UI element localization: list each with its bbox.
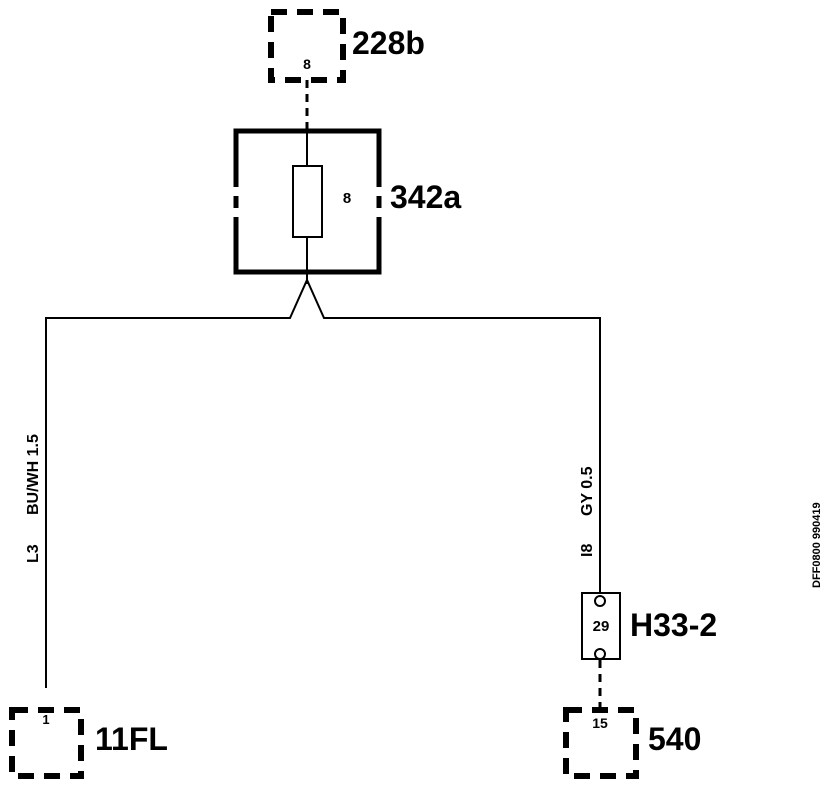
wire-label-right: I8 GY 0.5 (579, 466, 596, 557)
reference-code: DFF0800 990419 (811, 502, 823, 588)
connector-11fl-box (9, 707, 84, 779)
connector-228b: 8 228b (268, 9, 425, 83)
wire-label-left: L3 BU/WH 1.5 (25, 434, 42, 563)
connector-540-label: 540 (648, 721, 701, 757)
connector-11fl-pin: 1 (42, 712, 49, 727)
wire-right-spec: GY 0.5 (579, 466, 596, 516)
wire-left-spec: BU/WH 1.5 (25, 434, 42, 515)
fuse-342a-pin: 8 (343, 190, 351, 207)
connector-228b-box (268, 9, 346, 83)
connector-228b-label: 228b (352, 25, 425, 61)
fuse-342a-label: 342a (390, 179, 461, 215)
connector-h33-2: 29 H33-2 (581, 592, 717, 660)
connector-h33-2-label: H33-2 (630, 607, 717, 643)
fuse-element (292, 165, 323, 238)
connector-540-box (563, 707, 639, 779)
connector-540-pin: 15 (592, 715, 608, 731)
wire-left-circuit: L3 (25, 544, 42, 563)
connector-h33-2-top-terminal (594, 595, 606, 607)
wire-right-circuit: I8 (579, 544, 596, 557)
splice-branch (45, 277, 601, 688)
connector-540: 15 540 (563, 707, 701, 779)
connector-11fl: 1 11FL (9, 707, 168, 779)
connector-11fl-label: 11FL (95, 721, 168, 757)
connector-h33-2-bottom-terminal (594, 648, 606, 660)
fuse-342a: 8 342a (232, 128, 461, 275)
connector-h33-2-pin: 29 (593, 618, 610, 635)
connector-228b-pin: 8 (303, 56, 311, 72)
